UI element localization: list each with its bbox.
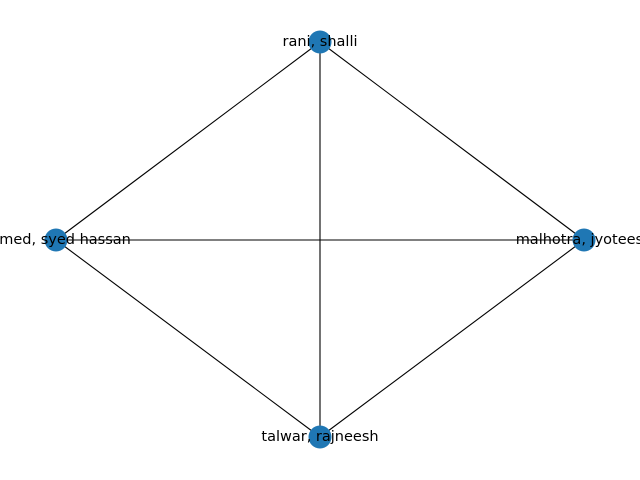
node-label-top: rani, shalli bbox=[283, 34, 358, 50]
nodes-layer bbox=[44, 30, 596, 449]
edge-top-left bbox=[55, 41, 321, 241]
node-top bbox=[308, 30, 332, 54]
edge-top-right bbox=[319, 41, 585, 241]
node-bottom bbox=[308, 425, 332, 449]
edges-layer bbox=[55, 41, 585, 438]
labels-layer: rani, shalli malhotra, jyoteesh talwar, ra… bbox=[0, 34, 640, 445]
node-label-right: malhotra, jyoteesh bbox=[516, 232, 640, 248]
node-label-left: ahmed, syed hassan bbox=[0, 232, 131, 248]
node-right bbox=[572, 228, 596, 252]
node-label-bottom: talwar, rajneesh bbox=[261, 429, 378, 445]
edge-right-bottom bbox=[319, 239, 585, 438]
node-left bbox=[44, 228, 68, 252]
edge-left-bottom bbox=[55, 239, 321, 438]
